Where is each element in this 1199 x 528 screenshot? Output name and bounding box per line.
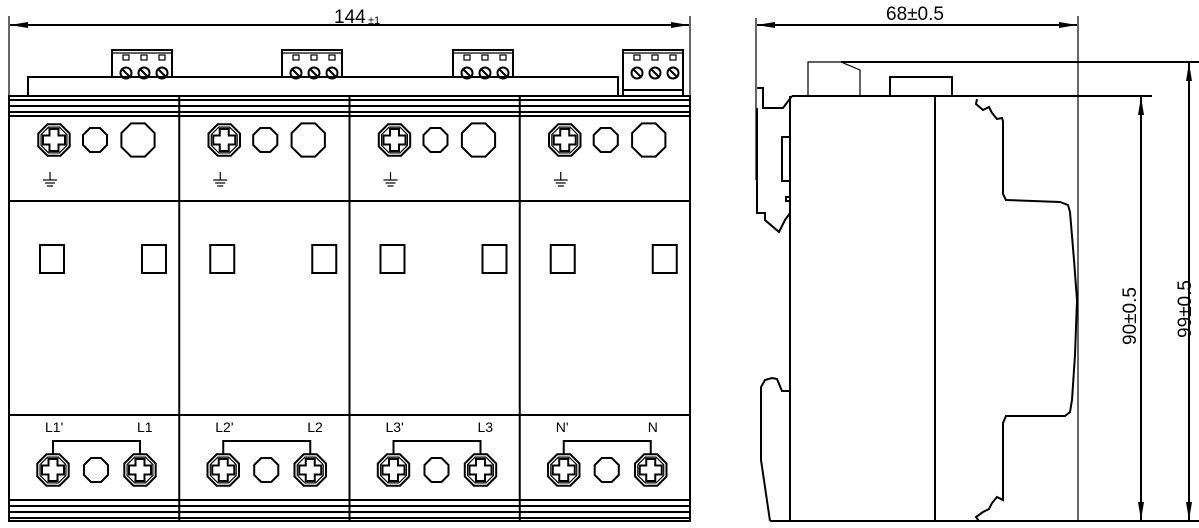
earth-ground-icon [553,172,568,187]
terminal-screw-icon [155,66,169,80]
terminal-bridge [562,440,652,455]
terminal-screw-icon [137,66,151,80]
earth-ground-icon [43,172,57,187]
screw-terminal-icon[interactable] [123,453,157,487]
remote-signal-terminal-block[interactable] [452,49,514,80]
indicator-hole-large [460,122,497,158]
indicator-hole-small [83,457,109,483]
earth-ground-icon [383,172,398,187]
terminal-screw-icon [666,66,680,80]
width-dimension-tolerance: ±1 [368,15,380,27]
front-view: 144 ±1 L1' L1 L2' L2 L3' L3 N' N [8,7,691,522]
bottom-clip-profile [760,376,790,522]
handle-window [781,136,791,182]
indicator-hole-small [422,127,449,153]
terminal-screw-icon [648,66,662,80]
status-window [39,244,65,274]
indicator-hole-small [592,127,619,153]
terminal-screw-icon [630,66,644,80]
indicator-hole-small [252,127,279,153]
indicator-hole-small [593,457,620,483]
terminal-label-output: N [648,419,658,435]
total-height-value: 99±0.5 [1175,280,1196,338]
signal-terminal-profile [807,61,861,96]
handle-lower [756,108,791,234]
module-n: N' N [518,96,678,521]
top-cover-rail [27,76,619,97]
status-window [481,244,508,274]
module-l2: L2' L2 [178,96,338,521]
screw-terminal-icon[interactable] [206,453,240,487]
earth-ground-icon [213,172,228,187]
terminal-screw-icon [289,66,303,80]
terminal-bridge [52,440,141,455]
status-window [379,244,406,274]
screw-terminal-icon[interactable] [548,123,582,157]
terminal-bridge [222,440,312,455]
indicator-hole-large [631,122,667,158]
status-window [549,244,576,274]
terminal-bridge [392,440,482,455]
remote-signal-terminals [111,49,684,96]
screw-terminal-icon[interactable] [376,453,411,487]
screw-terminal-icon[interactable] [634,453,668,487]
terminal-screw-icon [119,66,133,80]
screw-terminal-icon[interactable] [547,453,581,487]
status-window [311,244,338,274]
width-dimension-value: 144 [334,7,366,28]
terminal-label-input: L1' [45,419,63,435]
screw-terminal-icon[interactable] [377,123,412,157]
screw-terminal-icon[interactable] [207,123,241,157]
terminal-screw-icon [496,66,510,80]
cover-profile [889,76,953,97]
indicator-hole-small [82,127,108,153]
screw-terminal-icon[interactable] [37,123,71,157]
body-height-value: 90±0.5 [1120,287,1141,345]
status-window [209,244,236,274]
terminal-screw-icon [460,66,474,80]
status-window [651,244,678,274]
terminal-label-input: L2' [215,419,233,435]
terminal-label-input: N' [556,419,569,435]
terminal-label-output: L1 [137,419,153,435]
width-dimension: 144 ±1 [8,7,691,95]
screw-terminal-icon[interactable] [293,453,327,487]
module-l3: L3' L3 [348,96,508,521]
terminal-label-output: L3 [478,419,494,435]
indicator-hole-large [290,122,326,158]
remote-signal-terminal-block[interactable] [111,49,173,80]
terminal-screw-icon [478,66,492,80]
terminal-screw-icon [307,66,321,80]
modules: L1' L1 L2' L2 L3' L3 N' N [36,96,678,521]
din-rail-clip-profile [974,98,1079,522]
screw-terminal-icon[interactable] [36,453,70,487]
screw-terminal-icon[interactable] [463,453,498,487]
total-height-dimension: 99±0.5 [1175,63,1196,520]
body-height-dimension: 90±0.5 [1120,97,1144,520]
remote-signal-terminal-block[interactable] [622,49,684,96]
indicator-hole-small [423,457,450,483]
handle-top [757,87,793,109]
remote-signal-terminal-block[interactable] [281,49,343,80]
depth-dimension: 68±0.5 [755,4,1079,521]
side-view: 68±0.5 90±0.5 99±0.5 [755,4,1199,522]
terminal-label-input: L3' [386,419,404,435]
indicator-hole-small [253,457,280,483]
status-window [141,244,167,274]
depth-dimension-value: 68±0.5 [886,4,944,25]
indicator-hole-large [120,122,156,158]
module-l1: L1' L1 [36,122,167,487]
terminal-label-output: L2 [307,419,323,435]
terminal-screw-icon [325,66,339,80]
